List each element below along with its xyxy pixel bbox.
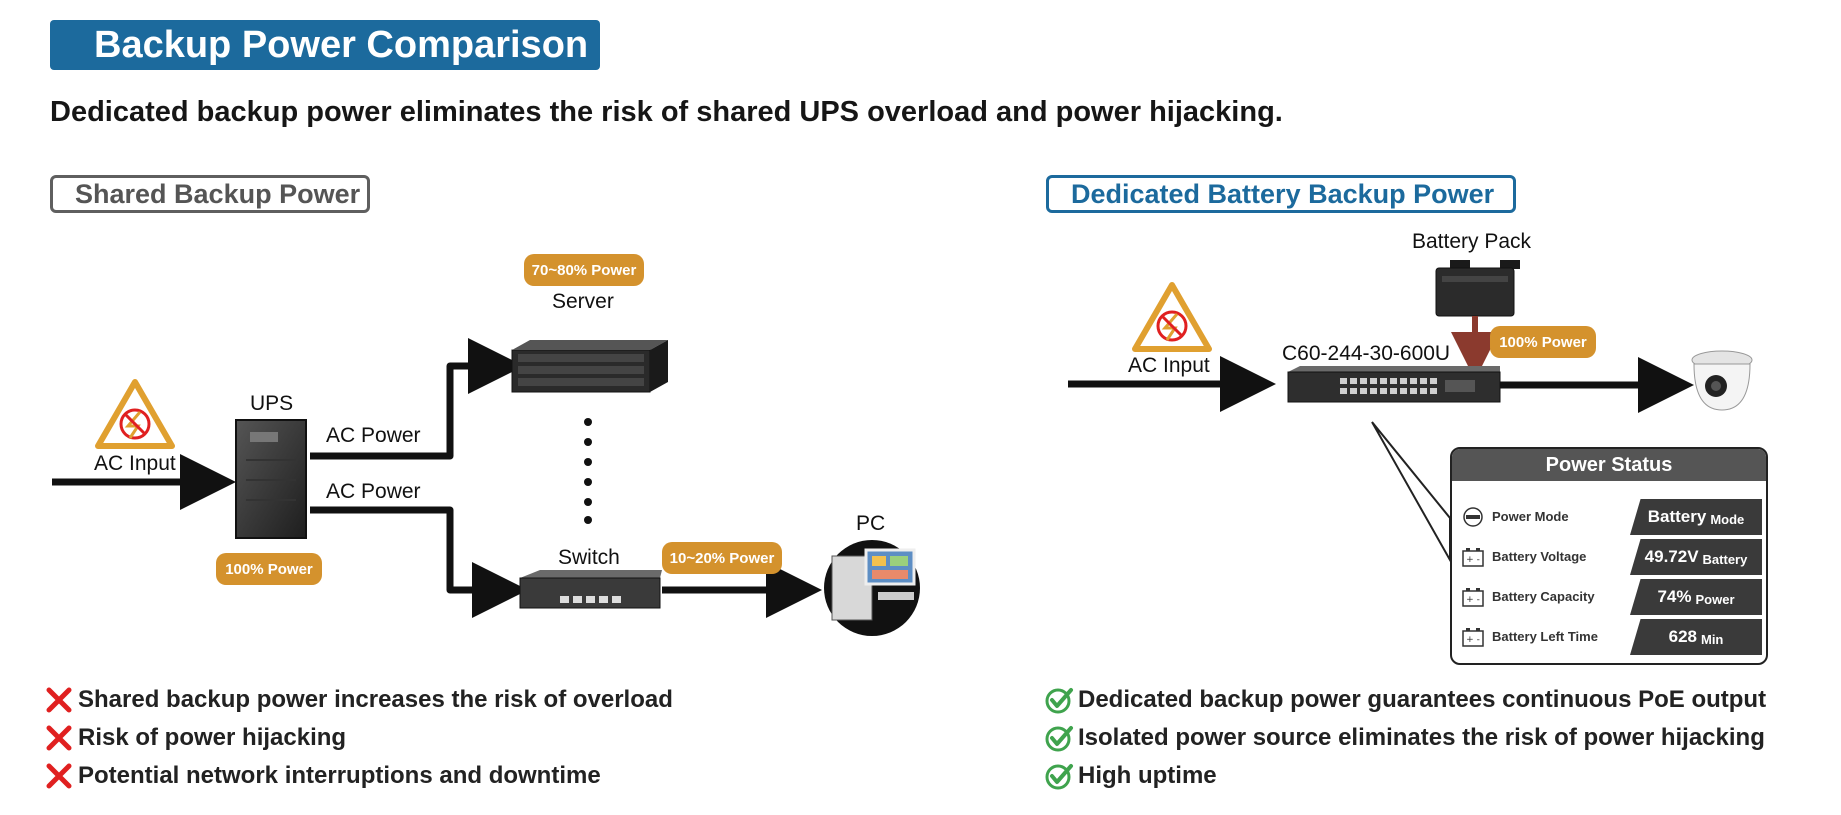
power-status-value-box: 49.72V Battery [1630,539,1762,575]
cross-icon [46,725,72,751]
battery-icon: + - [1462,588,1484,607]
battery-icon: + - [1462,628,1484,647]
power-status-row: + - Battery Left Time 628 Min [1452,619,1766,655]
poe-switch-icon [1287,366,1501,403]
shared-warning-icon [95,379,175,449]
bullet-text: Risk of power hijacking [78,724,347,751]
power-status-name: Battery Voltage [1492,549,1587,564]
power-status-unit: Mode [1710,511,1745,527]
dedicated-power-badge: 100% Power [1490,326,1596,358]
server-power-badge: 70~80% Power [524,254,644,286]
battery-pack-label: Battery Pack [1412,230,1532,253]
svg-text:+ -: + - [1466,555,1480,565]
power-status-unit: Battery [1702,551,1748,567]
switch-icon [519,570,662,609]
bullet-text: Shared backup power increases the risk o… [78,686,673,713]
dedicated-bullet-list: Dedicated backup power guarantees contin… [1044,681,1766,795]
power-mode-icon [1463,507,1483,527]
ac-power-line-to-server [310,338,524,460]
power-status-value-box: 628 Min [1630,619,1762,655]
camera-icon [1691,350,1753,411]
power-status-value-box: Battery Mode [1630,499,1762,535]
shared-section-label: Shared Backup Power [50,175,370,213]
check-circle-icon [1045,726,1073,752]
switch-label: Switch [558,546,620,569]
battery-pack-icon [1435,260,1520,317]
check-circle-icon [1045,764,1073,790]
ups-icon [235,419,307,539]
page-subtitle: Dedicated backup power eliminates the ri… [50,96,1283,128]
pc-label: PC [856,512,886,535]
cross-icon [46,763,72,789]
power-status-name: Battery Left Time [1492,629,1598,644]
callout-pointer [1371,421,1451,564]
shared-ac-input-label: AC Input [94,452,176,475]
power-status-name: Battery Capacity [1492,589,1595,604]
power-status-value: 49.72V [1644,547,1699,566]
svg-text:+ -: + - [1466,595,1480,605]
bullet-text: Potential network interruptions and down… [78,762,601,789]
ups-power-badge: 100% Power [216,553,322,585]
dedicated-ac-input-label: AC Input [1128,354,1210,377]
power-status-value: 74% [1657,587,1692,606]
list-item: Risk of power hijacking [44,719,673,757]
ac-power-line-to-switch [310,506,528,618]
power-status-unit: Power [1695,591,1735,607]
svg-text:+ -: + - [1466,635,1480,645]
page-title: Backup Power Comparison [50,20,600,70]
device-model-label: C60-244-30-600U [1282,342,1451,365]
ac-power-label-1: AC Power [326,424,421,447]
power-status-row: Power Mode Battery Mode [1452,499,1766,535]
page-title-text: Backup Power Comparison [94,23,589,66]
list-item: High uptime [1044,757,1766,795]
check-circle-icon [1045,688,1073,714]
power-status-title: Power Status [1452,449,1766,481]
dedicated-section-label: Dedicated Battery Backup Power [1046,175,1516,213]
power-status-value: Battery [1647,507,1707,526]
list-item: Dedicated backup power guarantees contin… [1044,681,1766,719]
ellipsis-dots [584,418,592,524]
shared-bullet-list: Shared backup power increases the risk o… [44,681,673,795]
list-item: Potential network interruptions and down… [44,757,673,795]
ac-power-label-2: AC Power [326,480,421,503]
ups-label: UPS [250,392,294,415]
power-status-unit: Min [1700,631,1724,647]
list-item: Isolated power source eliminates the ris… [1044,719,1766,757]
power-status-row: + - Battery Capacity 74% Power [1452,579,1766,615]
server-label: Server [552,290,614,313]
power-status-panel: Power Status Power Mode Battery Mode + -… [1450,447,1768,665]
battery-icon: + - [1462,548,1484,567]
power-status-row: + - Battery Voltage 49.72V Battery [1452,539,1766,575]
dedicated-warning-icon [1132,282,1212,352]
bullet-text: High uptime [1078,762,1217,789]
bullet-text: Dedicated backup power guarantees contin… [1078,686,1767,713]
power-status-value-box: 74% Power [1630,579,1762,615]
cross-icon [46,687,72,713]
server-icon [511,340,668,393]
pc-icon [824,540,920,636]
list-item: Shared backup power increases the risk o… [44,681,673,719]
power-status-name: Power Mode [1492,509,1569,524]
switch-power-badge: 10~20% Power [662,542,782,574]
power-status-value: 628 [1668,627,1697,646]
bullet-text: Isolated power source eliminates the ris… [1078,724,1765,751]
